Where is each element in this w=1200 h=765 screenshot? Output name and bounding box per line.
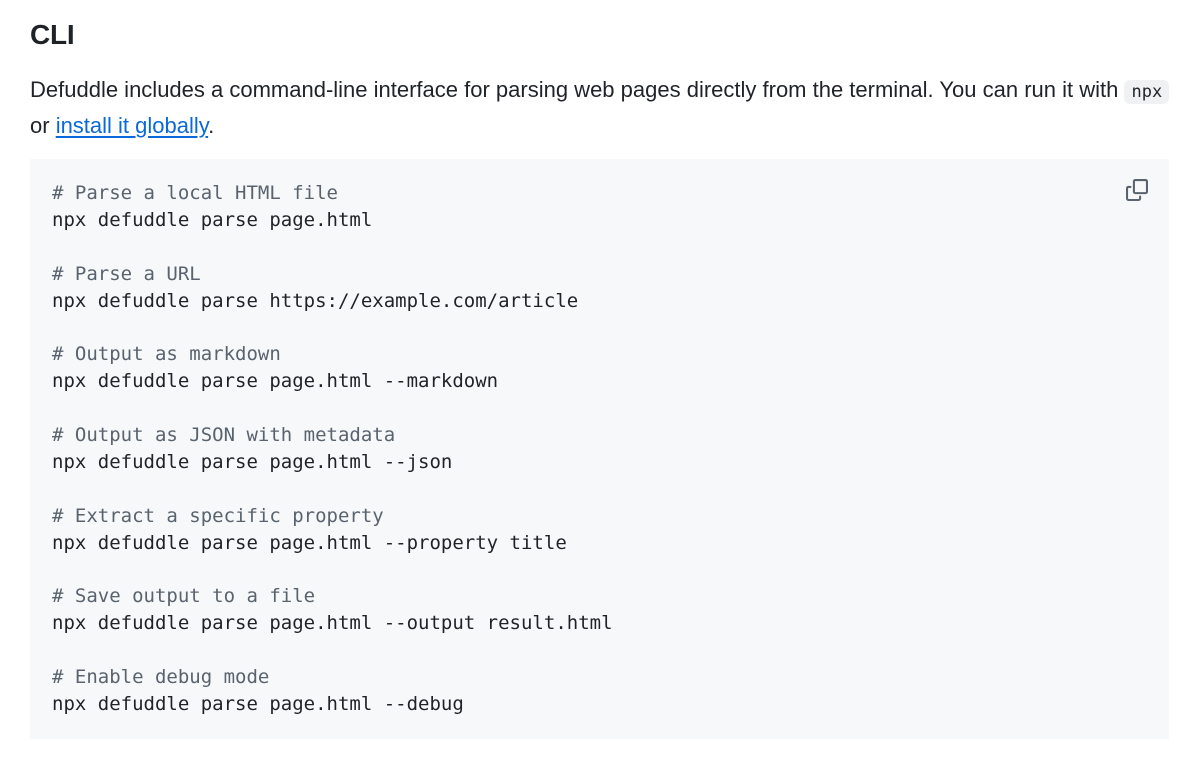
code-command-line: npx defuddle parse https://example.com/a… [52, 289, 579, 312]
code-command-line: npx defuddle parse page.html --markdown [52, 370, 499, 393]
code-blank-line [52, 476, 1147, 503]
section-heading: CLI [30, 19, 75, 50]
code-comment-line: # Save output to a file [52, 585, 316, 608]
code-command-line: npx defuddle parse page.html --property … [52, 531, 567, 554]
paragraph-text-middle: or [30, 113, 56, 138]
code-blank-line [52, 556, 1147, 583]
code-comment-line: # Enable debug mode [52, 666, 270, 689]
code-command-line: npx defuddle parse page.html [52, 208, 373, 231]
code-comment-line: # Extract a specific property [52, 504, 384, 527]
code-comment-line: # Output as JSON with metadata [52, 424, 396, 447]
code-command-line: npx defuddle parse page.html --output re… [52, 612, 613, 635]
code-content: # Parse a local HTML file npx defuddle pa… [52, 180, 1147, 718]
code-comment-line: # Parse a local HTML file [52, 182, 338, 204]
code-blank-line [52, 637, 1147, 664]
paragraph-text-before: Defuddle includes a command-line interfa… [30, 77, 1125, 102]
copy-icon [1126, 179, 1148, 201]
code-comment-line: # Parse a URL [52, 262, 201, 285]
code-blank-line [52, 395, 1147, 422]
code-comment-line: # Output as markdown [52, 343, 281, 366]
code-blank-line [52, 234, 1147, 261]
paragraph-text-after: . [208, 113, 215, 138]
code-command-line: npx defuddle parse page.html --json [52, 450, 453, 473]
description-paragraph: Defuddle includes a command-line interfa… [30, 73, 1170, 142]
install-globally-link[interactable]: install it globally [55, 113, 209, 138]
code-command-line: npx defuddle parse page.html --debug [52, 692, 464, 715]
code-blank-line [52, 314, 1147, 341]
inline-code-npx: npx [1124, 80, 1170, 104]
code-block: # Parse a local HTML file npx defuddle pa… [30, 159, 1169, 739]
copy-button[interactable] [1124, 177, 1150, 203]
